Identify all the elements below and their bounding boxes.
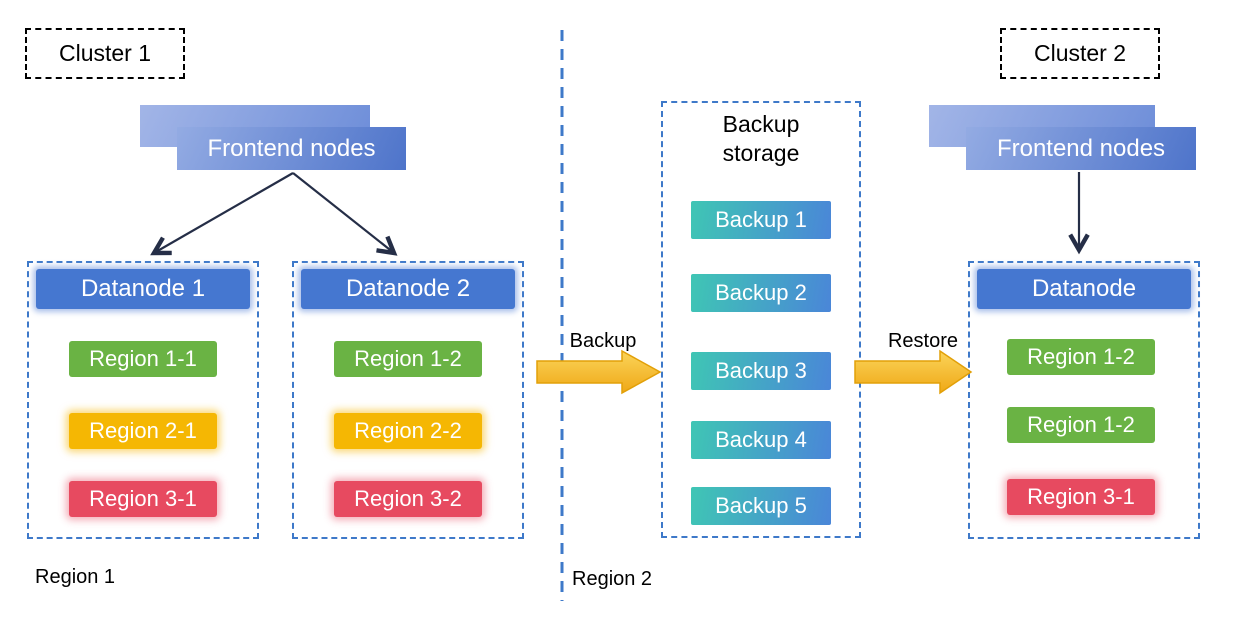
cluster2-label-box: Cluster 2 bbox=[1000, 28, 1160, 79]
backup-storage-container: Backup storage Backup 1 Backup 2 Backup … bbox=[661, 101, 861, 538]
region-chip: Region 1-2 bbox=[1007, 339, 1155, 375]
region-chip: Region 1-2 bbox=[1007, 407, 1155, 443]
backup-block-arrow bbox=[536, 349, 662, 395]
backup-storage-title: Backup storage bbox=[722, 111, 800, 166]
cluster2-frontend-label: Frontend nodes bbox=[996, 134, 1166, 162]
restore-flow-label: Restore bbox=[887, 330, 959, 352]
region-chip: Region 3-1 bbox=[1007, 479, 1155, 515]
region-chip: Region 1-2 bbox=[334, 341, 482, 377]
region-chip: Region 3-1 bbox=[69, 481, 217, 517]
frontend-to-datanode1-arrow bbox=[150, 172, 294, 256]
cluster2-frontend-box: Frontend nodes bbox=[966, 127, 1196, 170]
backup-item: Backup 4 bbox=[691, 421, 831, 459]
datanode2-header: Datanode 2 bbox=[301, 269, 515, 309]
region2-footer-label: Region 2 bbox=[572, 568, 653, 590]
cluster1-frontend-box: Frontend nodes bbox=[177, 127, 406, 170]
cluster2-datanode-header: Datanode bbox=[977, 269, 1191, 309]
backup-item: Backup 3 bbox=[691, 352, 831, 390]
cluster1-label-box: Cluster 1 bbox=[25, 28, 185, 79]
backup-flow-label: Backup bbox=[569, 330, 637, 352]
restore-block-arrow bbox=[854, 349, 973, 395]
datanode1-header: Datanode 1 bbox=[36, 269, 250, 309]
backup-item: Backup 1 bbox=[691, 201, 831, 239]
region-chip: Region 2-1 bbox=[69, 413, 217, 449]
datanode2-container: Datanode 2 Region 1-2 Region 2-2 Region … bbox=[292, 261, 524, 539]
cluster2-label: Cluster 2 bbox=[1033, 40, 1127, 66]
cluster1-label: Cluster 1 bbox=[58, 40, 152, 66]
cluster2-datanode-container: Datanode Region 1-2 Region 1-2 Region 3-… bbox=[968, 261, 1200, 539]
region-chip: Region 2-2 bbox=[334, 413, 482, 449]
region-chip: Region 3-2 bbox=[334, 481, 482, 517]
cluster1-frontend-label: Frontend nodes bbox=[207, 134, 376, 162]
backup-item: Backup 2 bbox=[691, 274, 831, 312]
backup-item: Backup 5 bbox=[691, 487, 831, 525]
region1-footer-label: Region 1 bbox=[35, 566, 116, 588]
region-chip: Region 1-1 bbox=[69, 341, 217, 377]
frontend-to-datanode2-arrow bbox=[292, 172, 398, 256]
datanode1-container: Datanode 1 Region 1-1 Region 2-1 Region … bbox=[27, 261, 259, 539]
